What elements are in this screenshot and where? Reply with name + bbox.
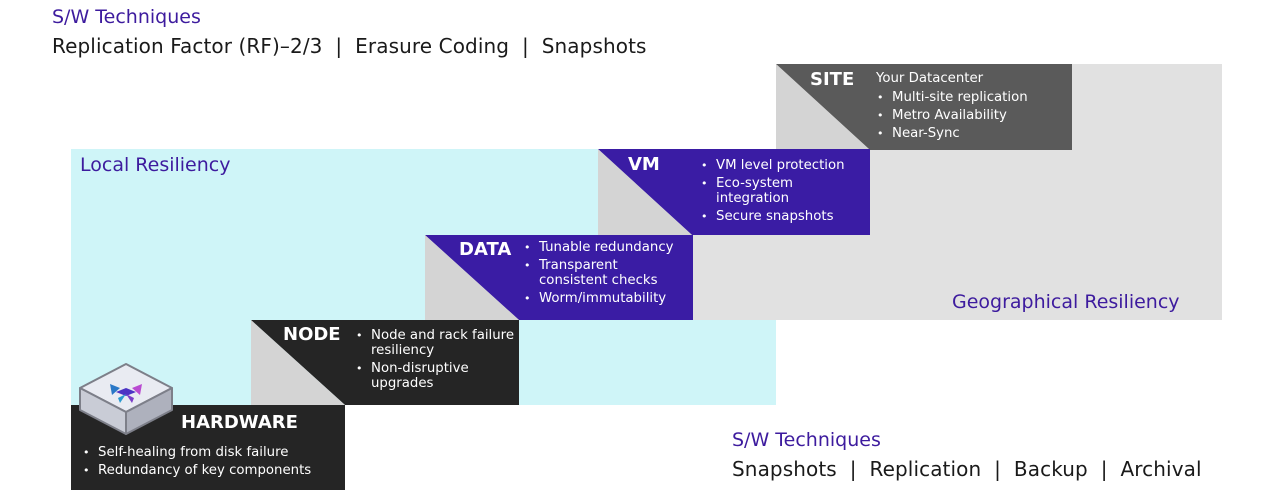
hardware-tier-name: HARDWARE [181, 412, 298, 433]
site-tier-name: SITE [810, 69, 855, 90]
site-bullet: Near-Sync [877, 126, 1082, 141]
site-tier-heading: Your Datacenter [876, 71, 984, 86]
vm-bullet: Eco-system integration [701, 176, 816, 206]
node-bullet: Non-disruptive upgrades [356, 361, 481, 391]
site-tier-bullets: Multi-site replication Metro Availabilit… [876, 90, 1082, 144]
top-techniques-title: S/W Techniques [52, 6, 201, 28]
vm-tier-name: VM [628, 154, 660, 175]
data-tier-name: DATA [459, 239, 512, 260]
site-bullet: Metro Availability [877, 108, 1082, 123]
hardware-tier-bullets: Self-healing from disk failure Redundanc… [82, 445, 358, 481]
vm-bullet: Secure snapshots [701, 209, 881, 224]
bottom-techniques-title: S/W Techniques [732, 429, 881, 451]
node-bullet: Node and rack failure resiliency [356, 328, 516, 358]
data-bullet: Worm/immutability [524, 291, 707, 306]
data-tier-bullets: Tunable redundancy Transparent consisten… [523, 240, 707, 309]
geographical-resiliency-label: Geographical Resiliency [952, 291, 1180, 313]
node-tier-bullets: Node and rack failure resiliency Non-dis… [355, 328, 516, 394]
site-bullet: Multi-site replication [877, 90, 1082, 105]
hardware-bullet: Self-healing from disk failure [83, 445, 358, 460]
vm-tier-bullets: VM level protection Eco-system integrati… [700, 158, 881, 227]
data-bullet: Transparent consistent checks [524, 258, 659, 288]
vm-bullet: VM level protection [701, 158, 881, 173]
server-box-x-logo-icon [76, 362, 176, 438]
hardware-bullet: Redundancy of key components [83, 463, 358, 478]
bottom-techniques-list: Snapshots | Replication | Backup | Archi… [732, 457, 1202, 481]
data-bullet: Tunable redundancy [524, 240, 707, 255]
node-tier-name: NODE [283, 324, 341, 345]
top-techniques-list: Replication Factor (RF)–2/3 | Erasure Co… [52, 34, 647, 58]
local-resiliency-label: Local Resiliency [80, 154, 231, 176]
